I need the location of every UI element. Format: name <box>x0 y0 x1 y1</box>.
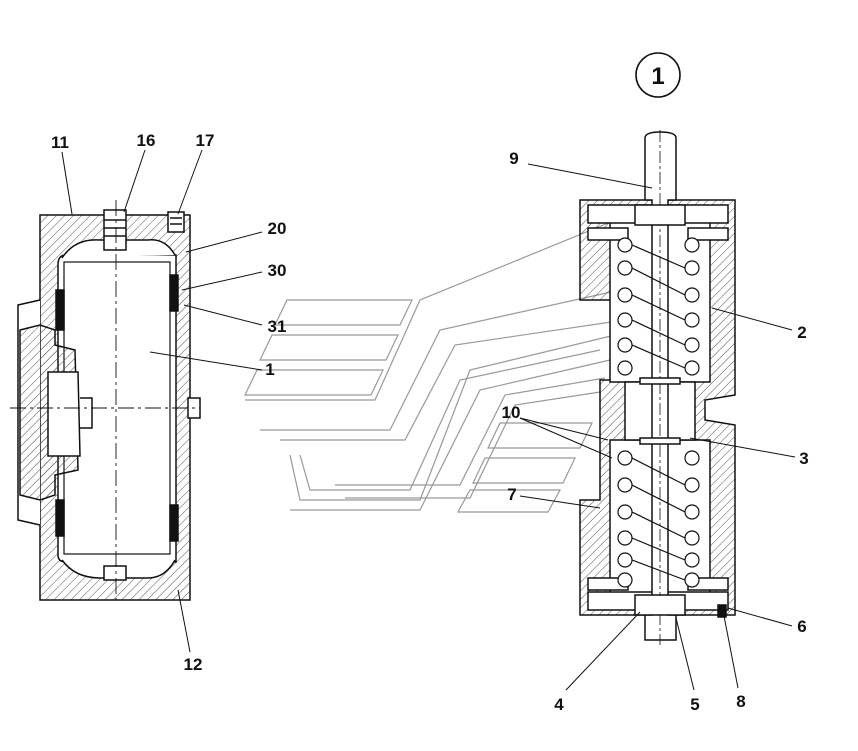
callout-1: 1 <box>265 360 274 379</box>
callout-9: 9 <box>509 149 518 168</box>
callout-20: 20 <box>268 219 287 238</box>
callout-30: 30 <box>268 261 287 280</box>
callout-2: 2 <box>797 323 806 342</box>
callout-3: 3 <box>799 449 808 468</box>
callout-5: 5 <box>690 695 699 714</box>
right-valve-assembly <box>580 130 735 645</box>
callout-12: 12 <box>184 655 203 674</box>
callout-6: 6 <box>797 617 806 636</box>
callout-4: 4 <box>554 695 564 714</box>
callout-8: 8 <box>736 692 745 711</box>
callout-10: 10 <box>502 403 521 422</box>
view-number-label: 1 <box>651 63 664 90</box>
callout-11: 11 <box>51 133 69 152</box>
callout-31: 31 <box>268 317 287 336</box>
left-housing-assembly <box>10 200 200 600</box>
callout-7: 7 <box>507 485 516 504</box>
callout-16: 16 <box>137 131 156 150</box>
callout-17: 17 <box>196 131 215 150</box>
